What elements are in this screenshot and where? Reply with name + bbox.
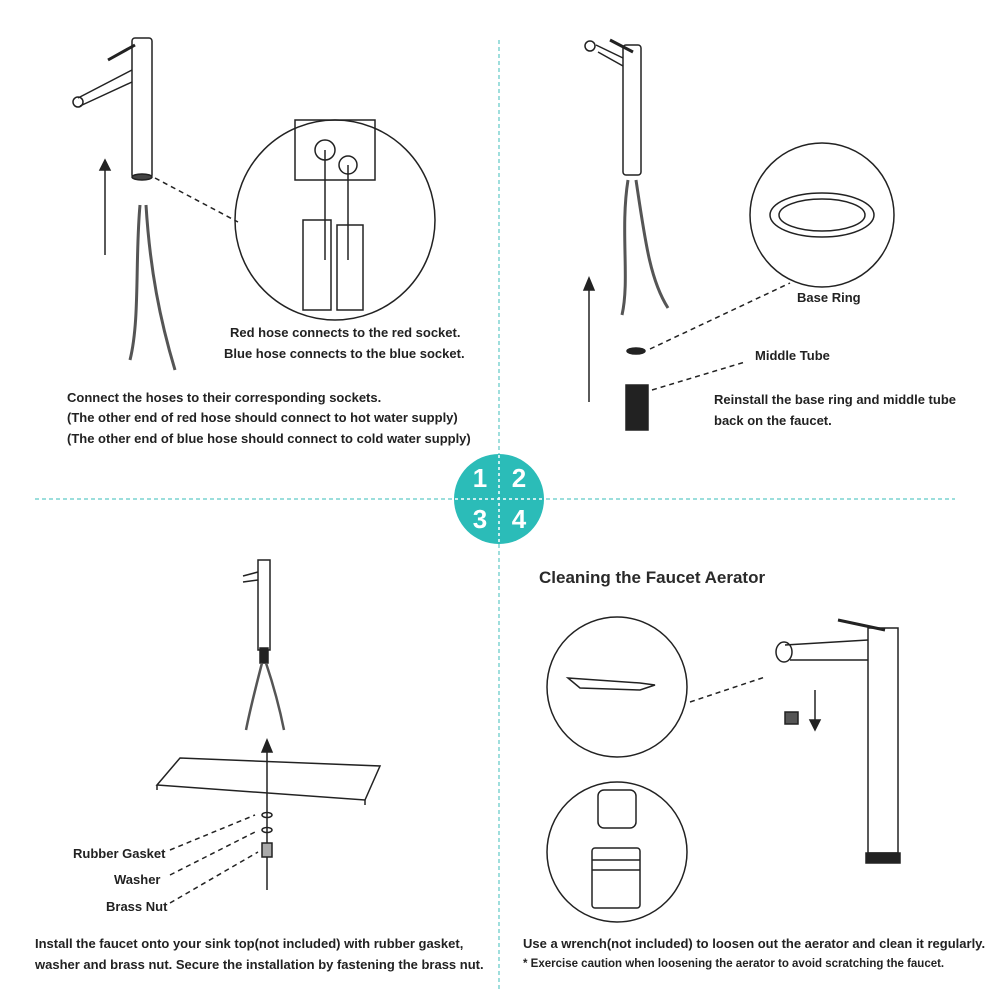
step1-callout-blue: Blue hose connects to the blue socket. (224, 346, 465, 361)
step3-faucet (242, 559, 286, 731)
aerator-detail-circle-1 (546, 616, 688, 758)
step1-instruction: (The other end of blue hose should conne… (67, 431, 471, 446)
step1-callout-red: Red hose connects to the red socket. (230, 325, 461, 340)
step1-instruction: (The other end of red hose should connec… (67, 410, 458, 425)
step4-caution: * Exercise caution when loosening the ae… (523, 958, 945, 970)
step2-faucet (584, 38, 670, 316)
step1-hoses (128, 204, 177, 371)
middle-tube-label: Middle Tube (755, 348, 830, 363)
brass-nut-label: Brass Nut (106, 899, 168, 914)
middle-tube-part (625, 384, 649, 431)
step-number-3: 3 (472, 504, 488, 534)
base-ring-detail-circle (749, 142, 895, 288)
step-number-2: 2 (511, 463, 527, 493)
step2-instruction: Reinstall the base ring and middle tube (714, 392, 956, 407)
base-ring-label: Base Ring (797, 290, 861, 305)
step2-instruction: back on the faucet. (714, 413, 832, 428)
aerator-part (784, 711, 799, 725)
rubber-gasket-label: Rubber Gasket (73, 846, 166, 861)
step-number-4: 4 (511, 504, 527, 534)
base-ring-part (626, 347, 646, 355)
step4-title: Cleaning the Faucet Aerator (539, 568, 766, 587)
step-number-1: 1 (472, 463, 488, 493)
aerator-detail-circle-2 (546, 781, 688, 923)
step4-instruction: Use a wrench(not included) to loosen out… (523, 936, 986, 951)
step3-instruction: washer and brass nut. Secure the install… (35, 957, 484, 972)
step1-faucet (72, 37, 153, 181)
sink-top-plate (155, 757, 382, 801)
step1-instruction: Connect the hoses to their corresponding… (67, 390, 382, 405)
step4-faucet (775, 618, 901, 864)
washer-label: Washer (114, 872, 161, 887)
step3-instruction: Install the faucet onto your sink top(no… (35, 936, 464, 951)
